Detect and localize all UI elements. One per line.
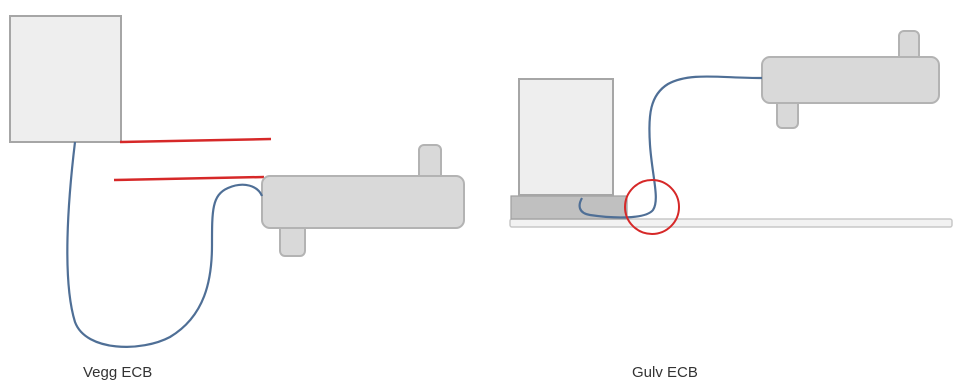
wall-line-lower <box>113 175 265 182</box>
floor-base <box>510 195 628 220</box>
wall-device <box>261 144 465 257</box>
highlight-circle <box>624 179 680 235</box>
floor-ecb-diagram <box>509 30 953 235</box>
floor-line <box>509 218 953 228</box>
wall-ecb-diagram <box>9 15 465 348</box>
floor-device <box>761 30 940 129</box>
floor-control-box <box>518 78 614 196</box>
caption-wall-ecb: Vegg ECB <box>83 364 153 381</box>
wall-cable <box>66 141 264 348</box>
wall-control-box <box>9 15 122 143</box>
floor-cable <box>578 75 763 219</box>
wall-line-upper <box>119 137 272 144</box>
wall-device-body <box>261 175 465 229</box>
floor-device-body <box>761 56 940 104</box>
caption-floor-ecb: Gulv ECB <box>632 364 698 381</box>
